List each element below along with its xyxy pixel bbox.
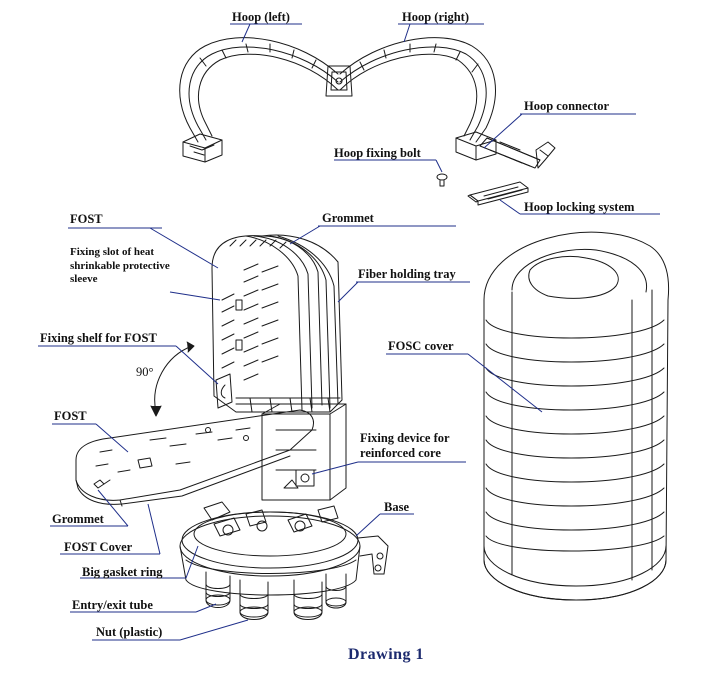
label-hoop-connector: Hoop connector — [524, 99, 610, 113]
fosc-cover-part — [483, 231, 670, 601]
label-hoop-fixing-bolt: Hoop fixing bolt — [334, 146, 421, 160]
leader-fost-cover — [60, 503, 161, 555]
hoop-fixing-bolt-part — [436, 173, 448, 187]
leader-fixing-device — [311, 461, 466, 475]
leader-hoop-right — [398, 23, 484, 43]
entry-exit-tubes — [205, 571, 347, 620]
hoop-center-hinge — [325, 65, 353, 97]
hoop-left-part — [179, 37, 339, 163]
fiber-holding-tray-stack — [211, 234, 343, 413]
leader-hoop-fixing-bolt — [334, 159, 443, 173]
hoop-right-part — [339, 37, 497, 161]
label-fiber-holding-tray: Fiber holding tray — [358, 267, 456, 281]
leader-grommet-top — [289, 225, 456, 245]
label-entry-exit-tube: Entry/exit tube — [72, 598, 153, 612]
label-fost-cover: FOST Cover — [64, 540, 133, 554]
label-grommet-top: Grommet — [322, 211, 374, 225]
label-fosc-cover: FOSC cover — [388, 339, 454, 353]
rotation-arc — [150, 341, 195, 417]
hoop-locking-system-part — [467, 137, 556, 206]
label-angle: 90° — [136, 365, 154, 379]
leader-fost-bottom — [52, 423, 129, 453]
label-grommet-bottom: Grommet — [52, 512, 104, 526]
leader-fiber-tray — [337, 281, 470, 303]
label-fost-top: FOST — [70, 212, 103, 226]
leader-gasket — [80, 545, 199, 579]
leader-hoop-locking — [499, 199, 660, 215]
fost-fixing-shelf — [215, 373, 233, 409]
label-hoop-right: Hoop (right) — [402, 10, 470, 24]
drawing-caption: Drawing 1 — [348, 646, 425, 663]
central-frame — [261, 403, 347, 501]
label-big-gasket-ring: Big gasket ring — [82, 565, 163, 579]
leader-fosc-cover — [386, 353, 543, 413]
fost-tray-horizontal — [75, 409, 314, 507]
label-fost-bottom: FOST — [54, 409, 87, 423]
leader-nut — [92, 619, 249, 641]
label-fixing-shelf: Fixing shelf for FOST — [40, 331, 157, 345]
label-nut-plastic: Nut (plastic) — [96, 625, 163, 639]
label-hoop-locking-system: Hoop locking system — [524, 200, 635, 214]
leader-entry-tube — [70, 603, 217, 613]
leader-grommet-bottom — [50, 489, 129, 527]
label-hoop-left: Hoop (left) — [232, 10, 290, 24]
leader-fixing-slot — [169, 291, 221, 301]
label-fixing-slot: Fixing slot of heat shrinkable protectiv… — [70, 246, 170, 285]
label-fixing-device: Fixing device for reinforced core — [360, 431, 450, 460]
leader-fixing-shelf — [38, 345, 219, 385]
leader-hoop-left — [230, 23, 302, 43]
base-part — [179, 501, 389, 596]
leader-hoop-connector — [483, 113, 636, 149]
label-base: Base — [384, 500, 409, 514]
leader-base — [355, 513, 414, 537]
leader-fost-top — [68, 227, 219, 269]
